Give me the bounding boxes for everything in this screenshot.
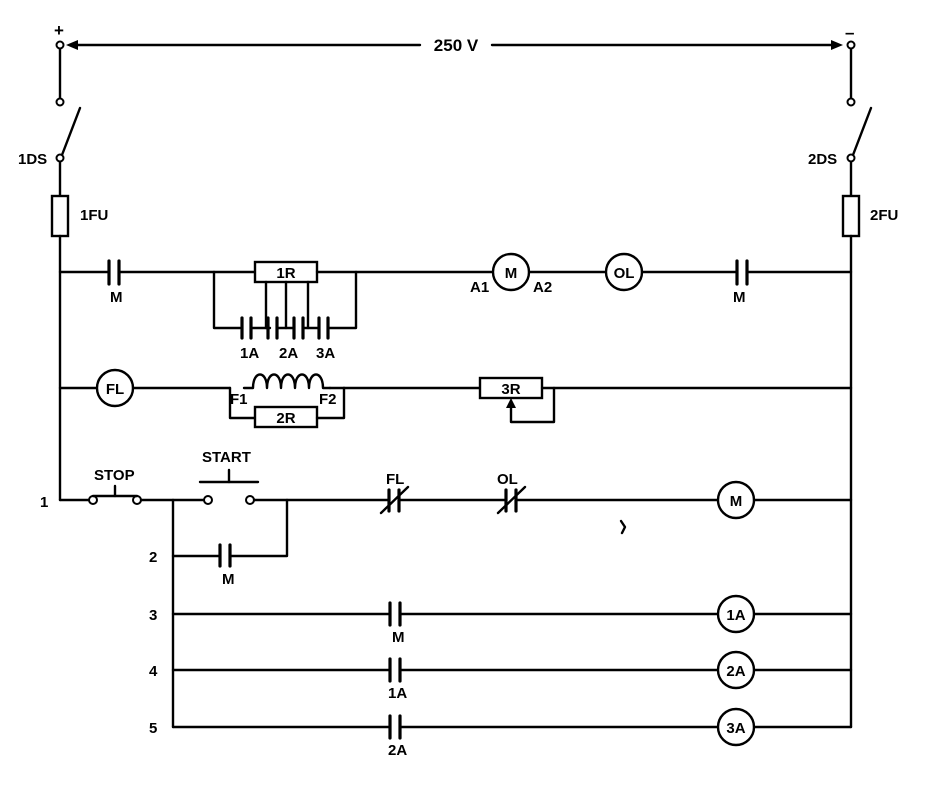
positive-terminal: [55, 40, 65, 50]
fuse-1fu: [50, 194, 70, 238]
main-contact-m-right-label: M: [733, 289, 746, 306]
rung-number-5: 5: [149, 720, 157, 737]
shunt-field-winding: [242, 373, 332, 390]
field-circuit: FL 2R F1 F2 3R: [58, 368, 853, 429]
field-loss-relay-label: FL: [106, 381, 124, 398]
overload-heater-label: OL: [614, 265, 635, 282]
start-button-label: START: [202, 449, 251, 466]
resistor-1r-label: 1R: [276, 265, 295, 282]
1ds-upper-terminal: [55, 97, 65, 107]
disconnect-1ds-label: 1DS: [18, 151, 47, 168]
stop-terminal-left: [88, 495, 98, 505]
arrow-head-right-icon: [831, 40, 843, 50]
ol-contact-label: OL: [497, 471, 518, 488]
rung3-contact-label: M: [392, 629, 405, 646]
field-rheostat-label: 3R: [501, 381, 520, 398]
coil-2a-label: 2A: [726, 663, 745, 680]
fuse-1fu-label: 1FU: [80, 207, 108, 224]
coil-3a-label: 3A: [726, 720, 745, 737]
negative-terminal: [846, 40, 856, 50]
coil-m-label: M: [730, 493, 743, 510]
shorting-contact-1a-label: 1A: [240, 345, 259, 362]
field-terminal-f2: F2: [319, 391, 337, 408]
1ds-lower-terminal: [55, 153, 65, 163]
shorting-contact-3a-label: 3A: [316, 345, 335, 362]
rung-number-2: 2: [149, 549, 157, 566]
terminal-a1: A1: [470, 279, 489, 296]
rheostat-wiper-arrow-icon: [506, 398, 516, 408]
stray-mark: [619, 519, 627, 535]
field-terminal-f1: F1: [230, 391, 248, 408]
motor-armature-label: M: [505, 265, 518, 282]
supply-section: + – 250 V 1DS 1FU 2DS 2FU: [18, 21, 898, 238]
start-terminal-left: [203, 495, 213, 505]
terminal-a2: A2: [533, 279, 552, 296]
rung4-contact-label: 1A: [388, 685, 407, 702]
coil-1a-label: 1A: [726, 607, 745, 624]
2ds-upper-terminal: [846, 97, 856, 107]
1ds-blade: [60, 106, 82, 157]
rung-number-1: 1: [40, 494, 48, 511]
positive-sign: +: [54, 21, 64, 40]
control-circuit: 1 2 3 4 5 STOP START FL OL M: [40, 449, 853, 759]
rung-number-3: 3: [149, 607, 157, 624]
stop-button-label: STOP: [94, 467, 135, 484]
rung5-contact-label: 2A: [388, 742, 407, 759]
2ds-lower-terminal: [846, 153, 856, 163]
fuse-2fu: [841, 194, 861, 238]
main-contact-m-left-label: M: [110, 289, 123, 306]
seal-in-contact-label: M: [222, 571, 235, 588]
discharge-resistor-label: 2R: [276, 410, 295, 427]
shorting-contact-2a-label: 2A: [279, 345, 298, 362]
arrow-head-left-icon: [66, 40, 78, 50]
fl-contact-label: FL: [386, 471, 404, 488]
rung-number-4: 4: [149, 663, 158, 680]
armature-circuit: M 1R 1A 2A 3A M A1 A2 OL M: [58, 252, 853, 362]
disconnect-2ds-label: 2DS: [808, 151, 837, 168]
2ds-blade: [851, 106, 873, 157]
supply-voltage: 250 V: [434, 36, 479, 55]
fuse-2fu-label: 2FU: [870, 207, 898, 224]
negative-sign: –: [845, 23, 854, 42]
